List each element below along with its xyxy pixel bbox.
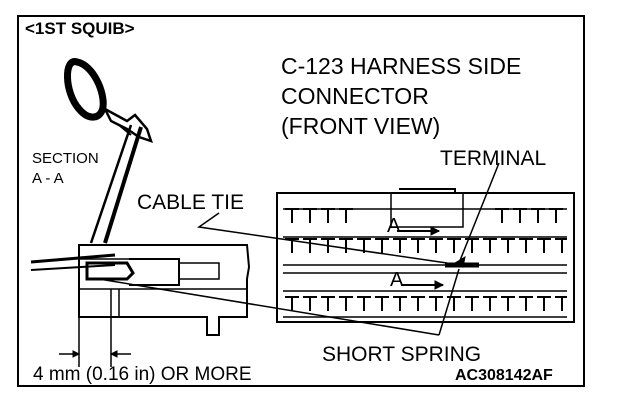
terminal-leader bbox=[458, 162, 500, 264]
connector-caption-line2: CONNECTOR bbox=[281, 83, 429, 109]
terminal-label: TERMINAL bbox=[440, 147, 547, 170]
wire-lower bbox=[30, 264, 116, 271]
squib-title: <1ST SQUIB> bbox=[25, 19, 135, 38]
figure-code: AC308142AF bbox=[455, 367, 553, 384]
wire bbox=[30, 253, 116, 264]
connector-caption-line3: (FRONT VIEW) bbox=[281, 113, 441, 139]
diagram-frame: <1ST SQUIB> C-123 HARNESS SIDE CONNECTOR… bbox=[17, 15, 585, 387]
connector-caption: C-123 HARNESS SIDE CONNECTOR (FRONT VIEW… bbox=[281, 51, 521, 141]
section-leader-line-bold bbox=[103, 126, 143, 244]
section-leader-line bbox=[89, 124, 133, 244]
connector-front-view bbox=[276, 188, 575, 323]
section-caption-line1: SECTION bbox=[32, 150, 99, 167]
connector-caption-line1: C-123 HARNESS SIDE bbox=[281, 53, 522, 79]
section-caption-line2: A - A bbox=[32, 170, 64, 187]
section-marker-lower: A bbox=[390, 269, 404, 291]
short-spring-leader-2 bbox=[438, 268, 460, 336]
section-caption: SECTION A - A bbox=[32, 149, 99, 189]
dimension-label: 4 mm (0.16 in) OR MORE bbox=[33, 364, 252, 385]
diagram-artwork bbox=[30, 58, 575, 367]
cable-tie-leader bbox=[197, 212, 448, 264]
short-spring-leader-1 bbox=[98, 278, 440, 336]
short-spring-label: SHORT SPRING bbox=[322, 343, 482, 366]
cable-tie-label: CABLE TIE bbox=[137, 191, 244, 214]
section-marker-upper: A bbox=[387, 215, 401, 237]
